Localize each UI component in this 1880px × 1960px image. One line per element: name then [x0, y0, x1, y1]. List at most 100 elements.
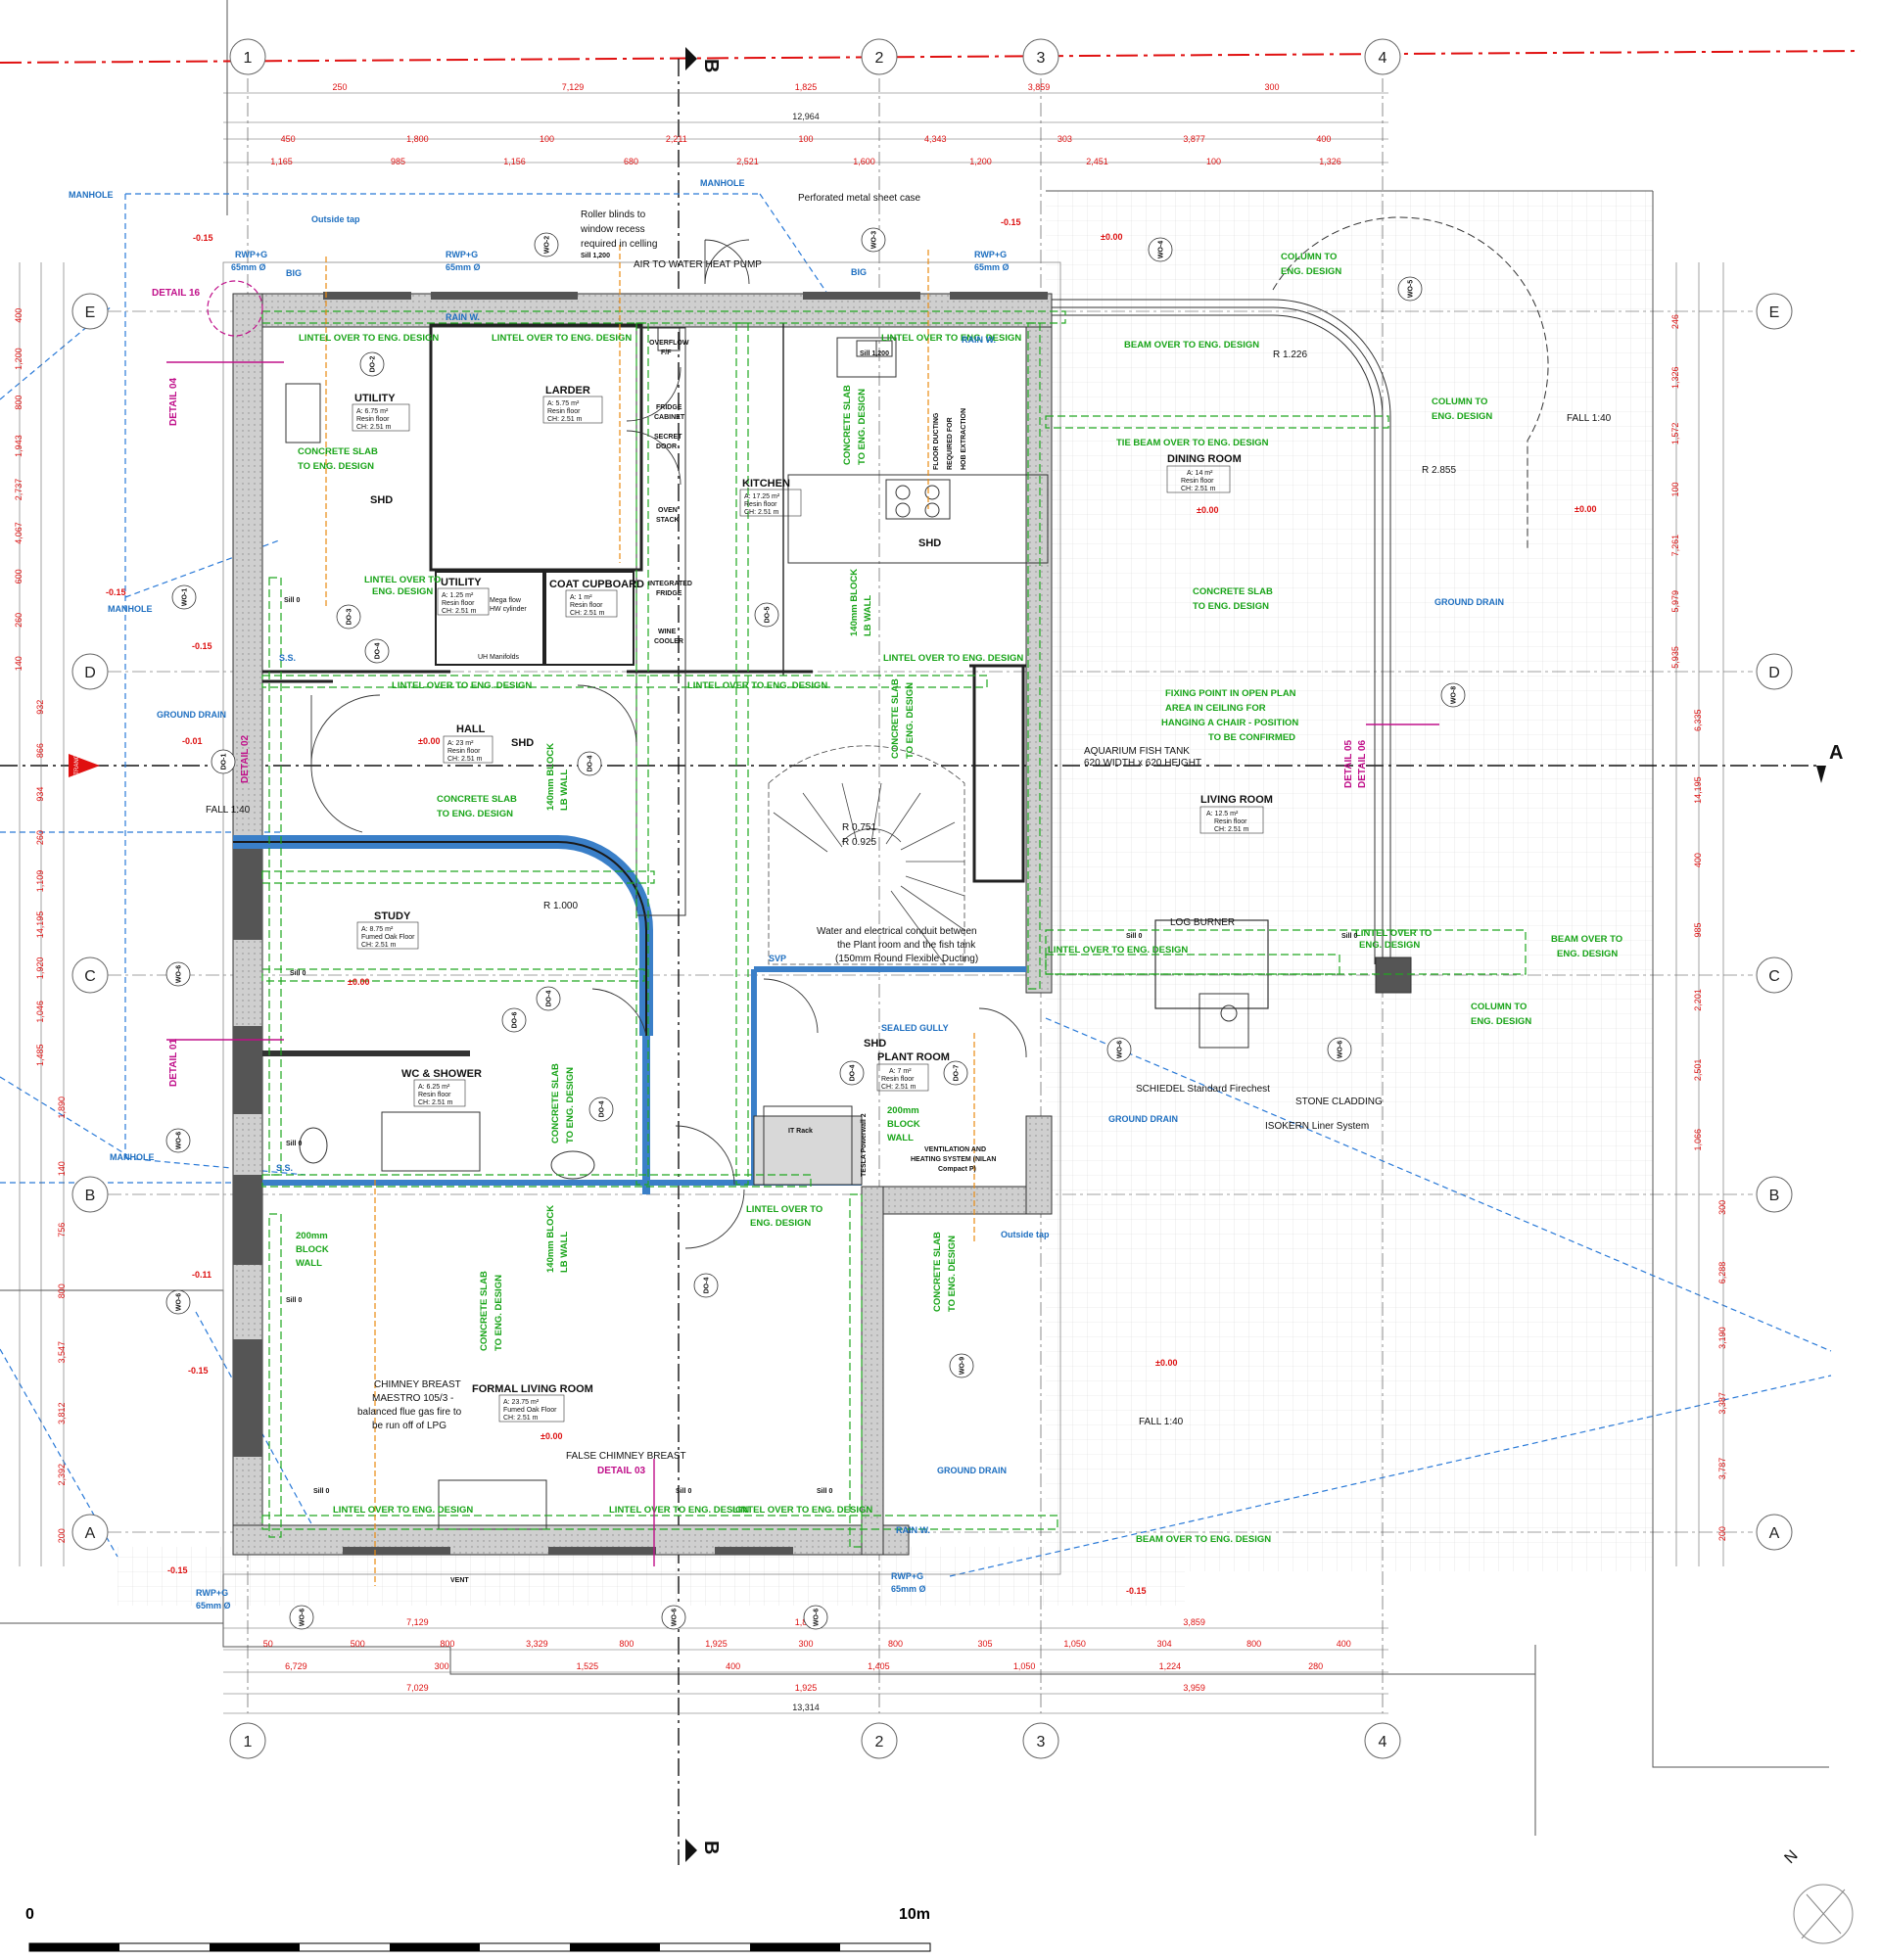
label-rwp: RWP+G — [235, 250, 267, 259]
dimension-label: 1,050 — [1063, 1639, 1086, 1649]
dimension-label: 140 — [14, 656, 24, 671]
room-floor: Resin floor — [881, 1076, 915, 1083]
room-area: A: 23 m² — [447, 740, 474, 747]
label-rain: RAIN W. — [896, 1525, 930, 1535]
radius: R 0.925 — [842, 837, 876, 848]
opening-tag: DO-5 — [765, 607, 772, 624]
room-ch: CH: 2.51 m — [442, 608, 477, 615]
dimension-label: 985 — [391, 157, 405, 166]
plan-notes: Roller blinds to window recess required … — [206, 193, 1612, 1584]
engineering-labels: LINTEL OVER TO ENG. DESIGN LINTEL OVER T… — [296, 252, 1622, 1545]
note-fridge: FRIDGE — [656, 404, 682, 411]
room-area: A: 5.75 m² — [547, 400, 580, 407]
drainage-labels: MANHOLE MANHOLE MANHOLE MANHOLE RWP+G 65… — [69, 178, 1504, 1610]
room-hall: HALL A: 23 m² Resin floor CH: 2.51 m — [443, 723, 494, 764]
note-wine: WINE — [658, 629, 677, 635]
dimension-label: 600 — [14, 569, 24, 583]
room-floor: Fumed Oak Floor — [361, 934, 415, 941]
room-area: A: 1.25 m² — [442, 592, 474, 599]
room-title: KITCHEN — [742, 478, 790, 490]
dimension-label: 14,195 — [35, 911, 45, 939]
label-rwp: 65mm Ø — [231, 262, 266, 272]
room-title: LIVING ROOM — [1200, 794, 1273, 806]
room-floor: Fumed Oak Floor — [503, 1407, 557, 1414]
dimension-label: 3,787 — [1717, 1458, 1727, 1480]
dimension-label: 260 — [35, 830, 45, 845]
eng-lintel: ENG. DESIGN — [1359, 940, 1420, 951]
room-floor: Resin floor — [1214, 818, 1247, 825]
dimension-label: 200 — [57, 1528, 67, 1543]
room-utility: UTILITY A: 6.75 m² Resin floor CH: 2.51 … — [352, 393, 410, 432]
dimension-label: 50 — [263, 1639, 273, 1649]
note-sill: Sill 1,200 — [581, 253, 610, 259]
dimension-label: 1,925 — [705, 1639, 728, 1649]
note-fixing: TO BE CONFIRMED — [1208, 732, 1295, 743]
grid-bubble-row-C: C — [1768, 968, 1780, 985]
dimension-label: 6,335 — [1693, 709, 1703, 731]
eng-block: 200mm — [296, 1231, 328, 1241]
detail-05: DETAIL 05 — [1343, 739, 1354, 788]
dimension-label: 400 — [726, 1661, 740, 1671]
dimension-label: 3,859 — [1183, 1617, 1205, 1627]
dimension-label: 1,890 — [57, 1097, 67, 1119]
label-rwp: 65mm Ø — [891, 1584, 926, 1594]
section-b-bottom: B — [700, 1841, 722, 1854]
dimension-label: 6,288 — [1717, 1262, 1727, 1284]
room-plant: PLANT ROOM A: 7 m² Resin floor CH: 2.51 … — [876, 1051, 950, 1092]
room-floor: Resin floor — [1181, 478, 1214, 485]
eng-block: LB WALL — [559, 770, 570, 811]
label-ground-drain: GROUND DRAIN — [937, 1466, 1007, 1475]
opening-tag: WO-6 — [672, 1609, 679, 1626]
scale-bar: 0 10m — [25, 1906, 931, 1952]
dimension-label: 800 — [619, 1639, 634, 1649]
dimension-label: 303 — [1058, 134, 1072, 144]
entrance-arrow — [69, 754, 100, 777]
level: -0.15 — [1001, 217, 1021, 227]
eng-column: COLUMN TO — [1471, 1002, 1527, 1012]
note-perforated: Perforated metal sheet case — [798, 193, 921, 204]
dimension-label: 1,066 — [1693, 1129, 1703, 1151]
dimension-label: 2,201 — [1693, 989, 1703, 1011]
eng-lintel: LINTEL OVER TO ENG. DESIGN — [609, 1505, 749, 1516]
dimension-label: 4,343 — [924, 134, 947, 144]
room-dining: DINING ROOM A: 14 m² Resin floor CH: 2.5… — [1166, 453, 1242, 493]
dimension-label: 12,964 — [792, 112, 820, 121]
level: ±0.00 — [1155, 1358, 1177, 1368]
eng-lintel: LINTEL OVER TO ENG. DESIGN — [883, 653, 1023, 664]
opening-tag: DO-4 — [599, 1101, 606, 1118]
dimension-label: 3,859 — [1028, 82, 1051, 92]
grid-bubble-col-2: 2 — [875, 1734, 884, 1750]
room-ch: CH: 2.51 m — [570, 610, 605, 617]
room-title: WC & SHOWER — [401, 1068, 482, 1080]
eng-block: BLOCK — [296, 1244, 329, 1255]
dimension-label: 934 — [35, 787, 45, 802]
note-schiedel: SCHIEDEL Standard Firechest — [1136, 1084, 1270, 1095]
opening-tag: WO-8 — [1451, 686, 1458, 704]
room-floor: Resin floor — [570, 602, 603, 609]
radius: R 0.751 — [842, 822, 876, 833]
note-fall: FALL 1:40 — [1139, 1417, 1184, 1427]
eng-lintel: LINTEL OVER TO ENG. DESIGN — [881, 333, 1021, 344]
dimension-label: 1,943 — [14, 435, 24, 457]
dimension-label: 1,800 — [406, 134, 429, 144]
level: ±0.00 — [1101, 232, 1122, 242]
grid-bubble-row-B: B — [1769, 1188, 1780, 1204]
note-ventilation: VENTILATION AND — [924, 1146, 986, 1153]
external-walls — [232, 292, 1053, 1556]
note-chimney: MAESTRO 105/3 - — [372, 1393, 453, 1404]
opening-tag: DO-4 — [375, 643, 382, 660]
sill-label: Sill 0 — [284, 597, 300, 604]
shd-label: SHD — [864, 1038, 886, 1050]
opening-tag: DO-4 — [850, 1065, 857, 1082]
eng-block: WALL — [296, 1258, 322, 1269]
level: -0.15 — [193, 233, 213, 243]
eng-lintel: LINTEL OVER TO ENG. DESIGN — [299, 333, 439, 344]
dimension-label: 305 — [978, 1639, 993, 1649]
note-fixing: FIXING POINT IN OPEN PLAN — [1165, 688, 1296, 699]
eng-block: BLOCK — [887, 1119, 920, 1130]
sill-label: Sill 0 — [1126, 933, 1142, 940]
grid-bubble-col-1: 1 — [244, 1734, 253, 1750]
dimension-label: 300 — [1717, 1200, 1727, 1215]
dimension-label: 304 — [1157, 1639, 1172, 1649]
note-outside-tap: Outside tap — [1001, 1230, 1050, 1239]
